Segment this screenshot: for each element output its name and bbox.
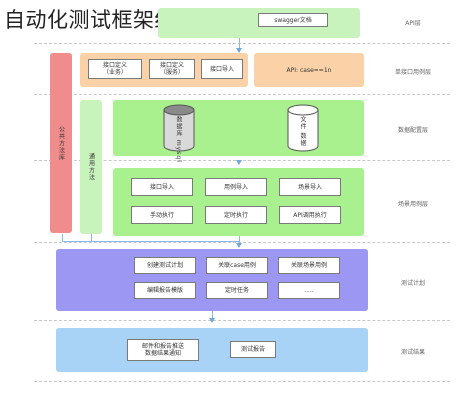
interface-def-business: 接口定义 （业务） bbox=[88, 59, 142, 79]
link-case: 关联case用例 bbox=[206, 257, 268, 274]
ellipsis-card: ..... bbox=[278, 282, 340, 299]
general-methods-label: 通用方法 bbox=[87, 153, 95, 181]
arrow-down-icon bbox=[209, 318, 215, 323]
report-push: 邮件和报告推送 数据结果通知 bbox=[127, 339, 199, 361]
connector-line bbox=[62, 234, 63, 241]
connector-line bbox=[62, 241, 240, 242]
scenario-scene-import: 场景导入 bbox=[279, 178, 341, 196]
swagger-doc-box: swagger文档 bbox=[258, 13, 328, 27]
test-result-band bbox=[56, 328, 368, 372]
file-data-cylinder-icon bbox=[287, 104, 319, 152]
data-config-band bbox=[113, 100, 364, 156]
arrow-down-icon bbox=[236, 243, 242, 248]
scenario-case-import: 用例导入 bbox=[205, 178, 267, 196]
arrow-down-icon bbox=[236, 160, 242, 165]
interface-import: 接口导入 bbox=[201, 59, 243, 79]
manual-exec: 手动执行 bbox=[131, 206, 193, 224]
connector-line bbox=[91, 234, 92, 241]
link-scenario: 关联场景用例 bbox=[278, 257, 340, 274]
common-library-label: 公共方法库 bbox=[57, 125, 65, 161]
interface-def-service: 接口定义 （服务） bbox=[149, 59, 195, 79]
edit-report-template: 编辑报告模版 bbox=[134, 282, 196, 299]
connector-line bbox=[239, 236, 240, 246]
layer-label-data: 数据配置层 bbox=[397, 127, 428, 134]
layer-divider bbox=[34, 320, 450, 321]
database-cylinder-icon bbox=[163, 104, 195, 152]
general-methods-bar: 通用方法 bbox=[80, 100, 102, 234]
file-data-label: 文件 数据 bbox=[299, 116, 306, 147]
layer-divider bbox=[34, 43, 450, 44]
layer-divider bbox=[34, 381, 450, 382]
connector-line bbox=[212, 311, 213, 321]
api-call-exec: API调用执行 bbox=[279, 206, 341, 224]
database-label: 数据库 mysql bbox=[175, 116, 182, 163]
layer-divider bbox=[34, 242, 450, 243]
layer-label-single: 单接口用例层 bbox=[394, 69, 431, 76]
layer-label-scenario: 场景用例层 bbox=[397, 201, 428, 208]
layer-label-plan: 测试计划 bbox=[400, 280, 425, 287]
create-test-plan: 创建测试计划 bbox=[134, 257, 196, 274]
common-library-bar: 公共方法库 bbox=[50, 53, 72, 233]
test-report: 测试报告 bbox=[230, 341, 276, 358]
scenario-interface-import: 接口导入 bbox=[131, 178, 193, 196]
api-config-band bbox=[254, 53, 364, 87]
connector-line bbox=[239, 38, 240, 52]
arrow-down-icon bbox=[236, 48, 242, 53]
scheduled-exec: 定时执行 bbox=[205, 206, 267, 224]
layer-label-result: 测试结果 bbox=[400, 349, 425, 356]
layer-divider bbox=[34, 160, 450, 161]
api-config-text: API: case==1n bbox=[286, 66, 332, 74]
layer-divider bbox=[34, 94, 450, 95]
layer-label-api: API层 bbox=[405, 20, 421, 27]
scheduled-task: 定时任务 bbox=[206, 282, 268, 299]
